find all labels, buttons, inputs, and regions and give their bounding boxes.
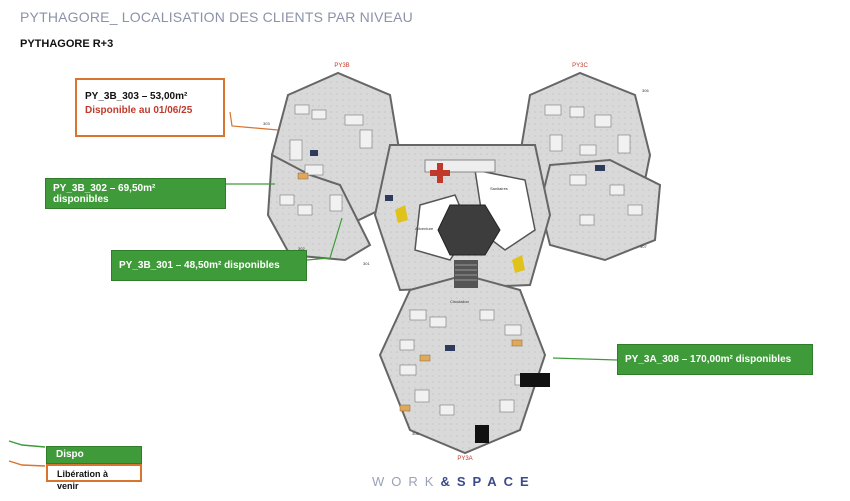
callout-py3b303-area: PY_3B_303 – 53,00m² — [85, 91, 188, 102]
legend-dispo-label: Dispo — [56, 449, 84, 460]
zone-label-py3a: PY3A — [457, 456, 472, 462]
room-label-307: 307 — [640, 244, 647, 249]
page-title: PYTHAGORE_ LOCALISATION DES CLIENTS PAR … — [20, 9, 413, 25]
zone-label-py3c: PY3C — [572, 63, 588, 69]
callout-py3b303-availability: Disponible au 01/06/25 — [85, 105, 193, 116]
brand-logo: WORK&SPACE — [372, 474, 536, 489]
callout-py3b301: PY_3B_301 – 48,50m² disponibles — [111, 250, 307, 281]
callout-py3b302-status: disponibles — [53, 194, 109, 205]
zone-label-py3b: PY3B — [334, 63, 349, 69]
room-label-306: 306 — [642, 88, 649, 93]
callout-py3b301-text: PY_3B_301 – 48,50m² disponibles — [119, 260, 280, 271]
room-label-center-left: Adventure — [415, 226, 434, 231]
callout-py3a308-text: PY_3A_308 – 170,00m² disponibles — [625, 354, 792, 365]
legend-liberation: Libération à venir — [46, 464, 142, 491]
room-label-303: 303 — [263, 121, 270, 126]
room-label-center-right: Sanitaires — [490, 186, 508, 191]
brand-space: SPACE — [456, 474, 536, 489]
callout-py3b302: PY_3B_302 – 69,50m² disponibles — [45, 178, 226, 209]
room-label-302: 302 — [298, 246, 305, 251]
callout-py3a308: PY_3A_308 – 170,00m² disponibles — [617, 344, 813, 375]
legend-dispo: Dispo — [46, 446, 142, 464]
callout-py3b302-area: PY_3B_302 – 69,50m² — [53, 183, 156, 194]
room-label-circulation: Circulation — [450, 299, 469, 304]
callout-py3b303: PY_3B_303 – 53,00m² Disponible au 01/06/… — [75, 78, 225, 137]
floor-plan: PY3B PY3C PY3A Adventure Sanitaires Circ… — [263, 63, 662, 462]
legend-liberation-label: Libération à venir — [57, 469, 109, 491]
floor-subtitle: PYTHAGORE R+3 — [20, 38, 114, 50]
brand-work: WORK — [372, 474, 441, 489]
room-label-301: 301 — [363, 261, 370, 266]
brand-ampersand: & — [440, 474, 457, 489]
room-label-308: 308 — [412, 431, 419, 436]
